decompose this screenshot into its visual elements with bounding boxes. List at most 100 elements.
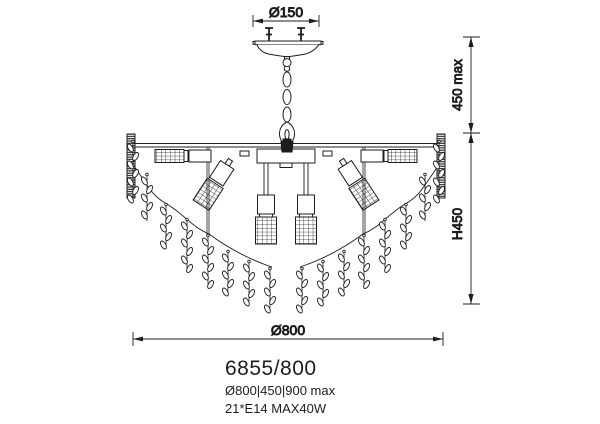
crystal-strand bbox=[378, 217, 392, 273]
crystal-leaf bbox=[295, 270, 303, 280]
crystal-leaf bbox=[186, 247, 194, 256]
ceiling-canopy bbox=[252, 27, 324, 68]
crystal-leaf bbox=[357, 271, 365, 281]
crystal-leaf bbox=[207, 246, 215, 255]
crystal-leaf bbox=[384, 230, 392, 239]
crystal-leaf bbox=[418, 176, 426, 186]
crystal-leaf bbox=[418, 193, 426, 203]
crystal-leaf bbox=[301, 279, 309, 288]
crystal-leaf bbox=[418, 210, 426, 220]
crystal-leaf bbox=[399, 206, 407, 216]
crystal-leaf bbox=[186, 264, 194, 273]
crystal-leaf bbox=[432, 143, 440, 153]
size-spec: Ø800|450|900 max bbox=[225, 383, 336, 398]
crystal-leaf bbox=[357, 237, 365, 247]
dimension-annotations: Ø150 450 max H450 Ø800 bbox=[132, 4, 480, 346]
model-number: 6855/800 bbox=[225, 357, 317, 380]
crystal-leaf bbox=[357, 254, 365, 264]
crystal-strand bbox=[201, 233, 215, 289]
crystal-strand bbox=[357, 233, 371, 289]
vertical-candle-right bbox=[295, 162, 317, 245]
dim-label-body-diameter: Ø800 bbox=[271, 322, 305, 338]
crystal-leaf bbox=[337, 287, 345, 297]
crystal-leaf bbox=[322, 272, 330, 281]
crystal-leaf-strands bbox=[126, 139, 446, 314]
crystal-leaf bbox=[159, 223, 167, 233]
crystal-leaf bbox=[227, 262, 235, 271]
crystal-leaf bbox=[263, 270, 271, 280]
crystal-leaf bbox=[201, 254, 209, 264]
crystal-leaf bbox=[201, 237, 209, 247]
crystal-strand bbox=[418, 172, 432, 221]
crystal-leaf bbox=[159, 206, 167, 216]
crystal-leaf bbox=[126, 143, 134, 153]
horizontal-candle-sleeves bbox=[154, 149, 418, 163]
crystal-leaf bbox=[242, 280, 250, 290]
dimension-drop-max: 450 max bbox=[450, 36, 480, 134]
vertical-candle-left bbox=[255, 162, 277, 245]
crystal-leaf bbox=[378, 221, 386, 231]
dim-label-canopy-diameter: Ø150 bbox=[269, 4, 303, 20]
crystal-leaf bbox=[146, 202, 154, 211]
crystal-leaf bbox=[140, 193, 148, 203]
crystal-leaf bbox=[140, 176, 148, 186]
crystal-strand bbox=[242, 259, 256, 307]
crystal-leaf bbox=[132, 152, 140, 161]
dim-label-drop-max: 450 max bbox=[450, 59, 465, 111]
crystal-strand bbox=[140, 172, 154, 221]
suspension-chain bbox=[278, 65, 296, 153]
crystal-leaf bbox=[180, 238, 188, 248]
crystal-leaf bbox=[378, 255, 386, 265]
crystal-leaf bbox=[343, 262, 351, 271]
dimension-canopy-diameter: Ø150 bbox=[252, 4, 320, 27]
crystal-leaf bbox=[438, 169, 446, 178]
crystal-leaf bbox=[384, 247, 392, 256]
crystal-strand bbox=[263, 266, 277, 314]
crystal-leaf bbox=[132, 186, 140, 195]
crystal-leaf bbox=[159, 240, 167, 250]
crystal-leaf bbox=[363, 280, 371, 289]
crystal-leaf bbox=[248, 289, 256, 298]
crystal-leaf bbox=[301, 296, 309, 305]
crystal-leaf bbox=[399, 223, 407, 233]
crystal-strand bbox=[316, 259, 330, 307]
crystal-leaf bbox=[227, 279, 235, 288]
crystal-strand bbox=[337, 249, 351, 297]
crystal-leaf bbox=[337, 270, 345, 280]
crystal-leaf bbox=[242, 263, 250, 273]
crystal-leaf bbox=[378, 238, 386, 248]
crystal-leaf bbox=[165, 215, 173, 224]
crystal-leaf bbox=[221, 270, 229, 280]
garland-swag-wires bbox=[133, 165, 439, 268]
crystal-leaf bbox=[405, 232, 413, 241]
crystal-leaf bbox=[186, 230, 194, 239]
crystal-leaf bbox=[405, 215, 413, 224]
crystal-leaf bbox=[165, 232, 173, 241]
crystal-leaf bbox=[399, 240, 407, 250]
dimension-body-diameter: Ø800 bbox=[132, 322, 444, 346]
crystal-leaf bbox=[269, 279, 277, 288]
crystal-leaf bbox=[263, 304, 271, 314]
crystal-leaf bbox=[438, 152, 446, 161]
crystal-strand bbox=[399, 202, 413, 250]
crystal-strand bbox=[295, 266, 309, 314]
crystal-leaf bbox=[363, 263, 371, 272]
crystal-leaf bbox=[337, 253, 345, 263]
crystal-leaf bbox=[316, 263, 324, 273]
crystal-strand bbox=[221, 249, 235, 297]
crystal-leaf bbox=[126, 177, 134, 187]
tilted-candle-right bbox=[337, 157, 380, 211]
crystal-leaf bbox=[221, 287, 229, 297]
crystal-leaf bbox=[343, 279, 351, 288]
crystal-leaf bbox=[140, 210, 148, 220]
crystal-leaf bbox=[126, 194, 134, 204]
crystal-leaf bbox=[221, 253, 229, 263]
crystal-leaf bbox=[432, 160, 440, 170]
crystal-leaf bbox=[132, 169, 140, 178]
crystal-leaf bbox=[207, 263, 215, 272]
dim-label-body-height: H450 bbox=[450, 208, 465, 240]
crystal-leaf bbox=[263, 287, 271, 297]
crystal-leaf bbox=[363, 246, 371, 255]
crystal-leaf bbox=[180, 255, 188, 265]
